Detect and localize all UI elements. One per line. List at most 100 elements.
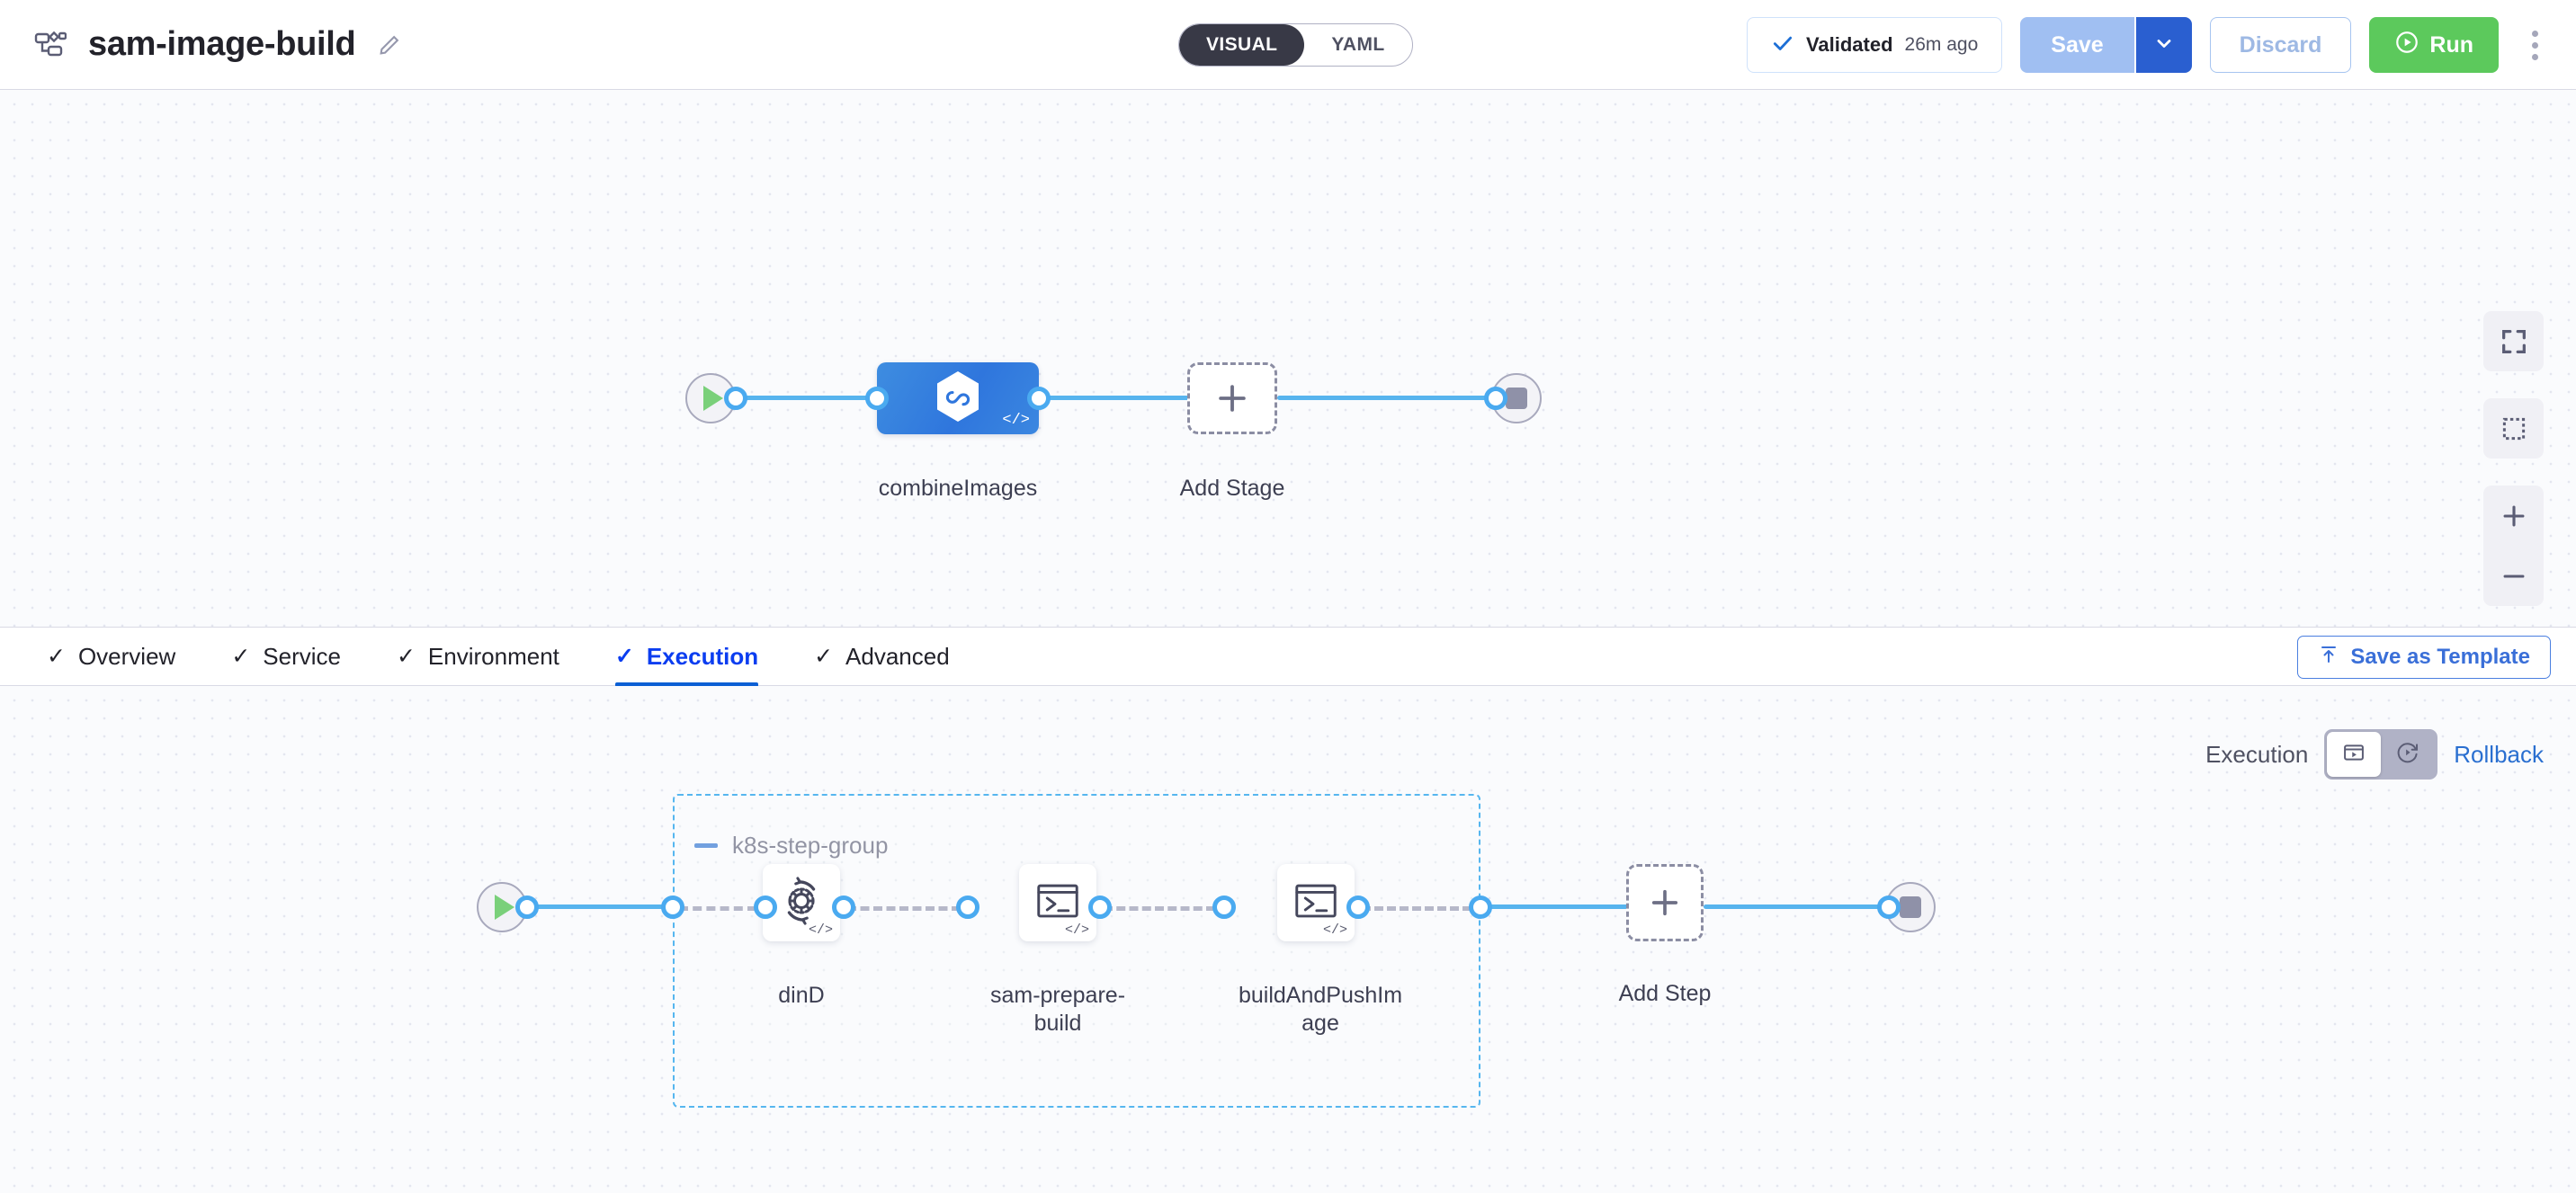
check-icon: ✓ [396, 643, 416, 669]
execution-mode-button[interactable] [2327, 732, 2382, 777]
tab-environment[interactable]: ✓ Environment [397, 627, 559, 686]
check-icon [1771, 31, 1794, 59]
step-code-badge: </> [1064, 922, 1089, 938]
zoom-in-button[interactable] [2483, 486, 2544, 546]
stage-canvas[interactable]: </> combineImages Add Stage [0, 90, 2576, 627]
view-toggle-yaml[interactable]: YAML [1331, 34, 1385, 55]
step-code-badge: </> [808, 922, 833, 938]
link-addstage-to-end [1277, 396, 1495, 400]
execution-start-endpoint [515, 896, 539, 919]
view-toggle-visual[interactable]: VISUAL [1179, 24, 1305, 66]
link-dind-to-samprepare [847, 906, 961, 911]
step-label-sam-prepare-build: sam-prepare- build [950, 982, 1166, 1037]
link-start-to-group [526, 904, 672, 909]
save-dropdown-button[interactable] [2133, 17, 2192, 73]
end-node-endpoint [1484, 387, 1507, 410]
play-icon [495, 895, 514, 920]
zoom-in-out-group [2483, 486, 2544, 606]
step-code-badge: </> [1322, 922, 1347, 938]
step-label-dind: dinD [778, 983, 825, 1008]
run-label: Run [2429, 31, 2473, 58]
visual-yaml-toggle[interactable]: VISUAL YAML [1178, 23, 1413, 67]
step-label-line2: build [1033, 1010, 1082, 1036]
terminal-icon [1034, 881, 1081, 925]
stage-node-combineimages[interactable]: </> [877, 362, 1039, 434]
zoom-out-button[interactable] [2483, 546, 2544, 606]
save-as-template-button[interactable]: Save as Template [2297, 636, 2551, 679]
step-group-name: k8s-step-group [732, 832, 889, 859]
stop-icon [1900, 896, 1921, 918]
link-addstep-to-end [1704, 904, 1888, 909]
link-buildandpush-to-group-exit [1362, 906, 1471, 911]
more-vertical-icon[interactable] [2517, 17, 2553, 73]
pipeline-end-node[interactable] [1491, 373, 1542, 423]
step-group-header-row: k8s-step-group [694, 832, 888, 860]
execution-mode-label: Execution [2205, 740, 2309, 768]
tab-label: Execution [646, 642, 759, 670]
link-start-to-stage [736, 396, 875, 400]
add-step-label: Add Step [1618, 981, 1712, 1006]
start-node-endpoint [724, 387, 747, 410]
mode-segmented-control[interactable] [2324, 729, 2438, 780]
buildandpush-output-endpoint [1346, 896, 1370, 919]
play-circle-icon [2394, 30, 2419, 61]
stage-output-endpoint [1027, 387, 1051, 410]
canvas-zoom-controls [2483, 311, 2544, 606]
tab-label: Environment [427, 642, 559, 670]
tab-overview[interactable]: ✓ Overview [47, 627, 175, 686]
play-box-icon [2341, 740, 2366, 770]
stage-config-tabs: ✓ Overview ✓ Service ✓ Environment ✓ Exe… [0, 627, 2576, 687]
step-label-line1: buildAndPushIm [1238, 983, 1403, 1008]
rotate-arrow-icon [2395, 740, 2420, 770]
validated-status-badge[interactable]: Validated 26m ago [1746, 17, 2003, 73]
tab-label: Overview [77, 642, 176, 670]
link-stage-to-addstage [1039, 396, 1190, 400]
save-as-template-label: Save as Template [2350, 645, 2530, 669]
step-node-buildandpushimage[interactable]: </> [1277, 864, 1355, 941]
save-button[interactable]: Save [2020, 17, 2134, 73]
link-group-to-addstep [1484, 904, 1628, 909]
edit-name-pencil-icon[interactable] [373, 29, 406, 61]
step-node-sam-prepare-build[interactable]: </> [1019, 864, 1096, 941]
app-header: sam-image-build VISUAL YAML Validated 26… [0, 0, 2576, 90]
step-label-buildandpushimage: buildAndPushIm age [1208, 982, 1433, 1037]
check-icon: ✓ [814, 643, 834, 669]
group-entry-endpoint [661, 896, 684, 919]
stage-label-combineimages: combineImages [878, 476, 1038, 501]
collapse-group-minus-icon[interactable] [694, 843, 718, 848]
terminal-icon [1292, 881, 1339, 925]
buildandpush-input-endpoint [1212, 896, 1236, 919]
samprepare-input-endpoint [956, 896, 979, 919]
save-split-button[interactable]: Save [2020, 17, 2192, 73]
dind-input-endpoint [754, 896, 777, 919]
stage-input-endpoint [865, 387, 889, 410]
stop-icon [1506, 388, 1527, 409]
execution-canvas[interactable]: Execution [0, 686, 2576, 1193]
add-stage-label: Add Stage [1179, 476, 1285, 501]
check-icon: ✓ [231, 643, 251, 669]
header-left-group: sam-image-build [31, 25, 406, 65]
link-group-entry-to-dind [679, 906, 756, 911]
tab-execution[interactable]: ✓ Execution [614, 627, 759, 687]
tab-label: Service [263, 642, 341, 670]
pipeline-icon [31, 25, 70, 65]
header-actions: Validated 26m ago Save Discard Run [1746, 0, 2553, 90]
add-stage-button[interactable] [1187, 362, 1277, 434]
validated-label: Validated [1805, 33, 1893, 56]
run-button[interactable]: Run [2369, 17, 2499, 73]
play-icon [703, 386, 723, 411]
upload-template-icon [2318, 644, 2339, 672]
tab-advanced[interactable]: ✓ Advanced [814, 627, 950, 686]
step-group-container[interactable] [673, 794, 1480, 1108]
add-step-button[interactable] [1626, 864, 1704, 941]
fit-to-screen-button[interactable] [2483, 311, 2544, 371]
discard-button[interactable]: Discard [2209, 17, 2352, 73]
stage-code-badge: </> [1002, 412, 1030, 429]
rollback-mode-button[interactable] [2381, 732, 2435, 777]
harness-hexagon-infinity-icon [934, 370, 982, 428]
marquee-select-button[interactable] [2483, 398, 2544, 459]
tab-service[interactable]: ✓ Service [231, 627, 341, 686]
step-label-line1: sam-prepare- [989, 983, 1126, 1008]
execution-rollback-toggle: Execution [2205, 729, 2544, 780]
rollback-label: Rollback [2454, 740, 2544, 768]
